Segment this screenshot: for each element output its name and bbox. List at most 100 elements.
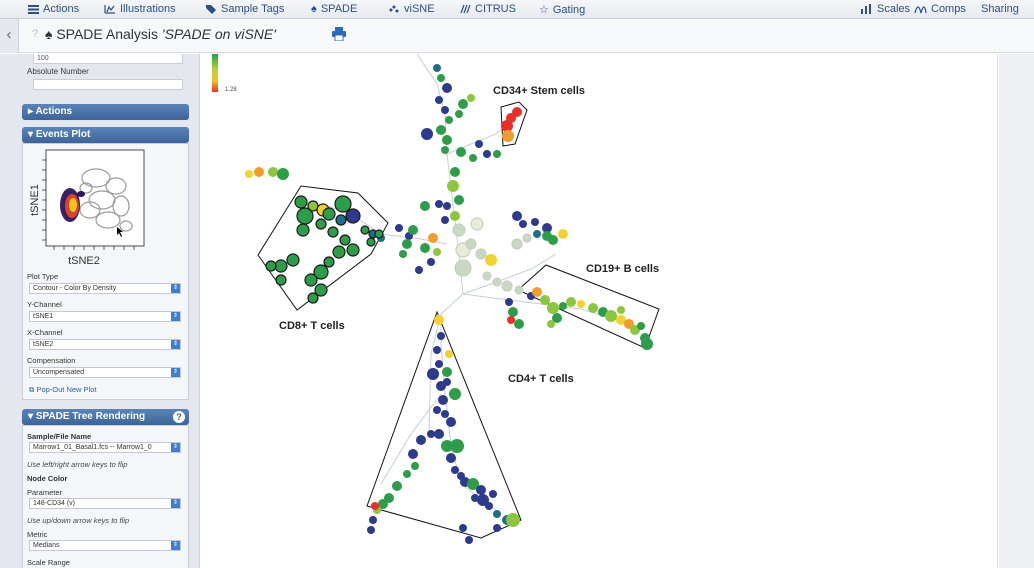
tree-node[interactable] xyxy=(476,485,486,495)
tree-node[interactable] xyxy=(506,513,520,527)
plot-type-select[interactable]: Contour - Color By Density⇕ xyxy=(29,283,181,294)
tree-node[interactable] xyxy=(505,298,513,306)
tree-node[interactable] xyxy=(307,292,319,304)
tree-node[interactable] xyxy=(511,238,523,250)
tree-node[interactable] xyxy=(519,220,527,228)
nav-visne[interactable]: viSNE xyxy=(388,3,435,15)
nav-actions[interactable]: Actions xyxy=(28,3,79,15)
nav-comps[interactable]: Comps xyxy=(914,3,966,15)
tree-node[interactable] xyxy=(483,150,491,158)
tree-node[interactable] xyxy=(547,320,555,328)
tree-node[interactable] xyxy=(427,258,435,266)
tree-node[interactable] xyxy=(437,74,445,82)
tree-node[interactable] xyxy=(334,195,352,213)
popout-plot-link[interactable]: ⧉ Pop-Out New Plot xyxy=(29,385,96,395)
printer-icon[interactable] xyxy=(332,27,346,41)
tree-node[interactable] xyxy=(458,99,468,109)
tree-node[interactable] xyxy=(531,218,539,226)
tree-node[interactable] xyxy=(522,233,532,243)
tree-node[interactable] xyxy=(493,524,501,532)
tree-node[interactable] xyxy=(322,207,336,221)
tree-node[interactable] xyxy=(392,481,402,491)
tree-node[interactable] xyxy=(502,130,514,142)
tree-node[interactable] xyxy=(450,439,464,453)
tree-node[interactable] xyxy=(512,211,522,221)
tree-node[interactable] xyxy=(501,120,513,132)
tree-node[interactable] xyxy=(399,250,407,258)
tree-node[interactable] xyxy=(433,248,441,256)
tree-node[interactable] xyxy=(395,224,403,232)
tree-node[interactable] xyxy=(254,167,264,177)
tree-node[interactable] xyxy=(470,217,484,231)
tree-node[interactable] xyxy=(588,303,598,313)
tree-node[interactable] xyxy=(371,502,379,510)
tree-node[interactable] xyxy=(637,322,645,330)
tree-rendering-header[interactable]: ▾ SPADE Tree Rendering ? xyxy=(22,409,189,425)
tree-node[interactable] xyxy=(420,201,430,211)
y-channel-select[interactable]: tSNE1⇕ xyxy=(29,311,181,322)
tree-node[interactable] xyxy=(374,229,384,239)
nav-spade[interactable]: ♠ SPADE xyxy=(311,3,357,15)
tree-node[interactable] xyxy=(438,395,448,405)
tree-node[interactable] xyxy=(641,338,653,350)
help-icon[interactable]: ? xyxy=(32,28,39,40)
tree-node[interactable] xyxy=(477,494,489,506)
tree-node[interactable] xyxy=(415,266,423,274)
tree-node[interactable] xyxy=(443,378,451,386)
tree-node[interactable] xyxy=(274,259,288,273)
nav-illustrations[interactable]: Illustrations xyxy=(104,3,176,15)
tree-node[interactable] xyxy=(547,302,559,314)
tree-node[interactable] xyxy=(442,83,452,93)
tree-node[interactable] xyxy=(416,435,426,445)
tree-node[interactable] xyxy=(339,234,351,246)
nav-gating[interactable]: ☆ Gating xyxy=(539,3,585,17)
spade-tree-canvas[interactable]: 1.28 CD34+ Stem cells CD19+ B cells CD8+… xyxy=(201,54,998,568)
tree-node[interactable] xyxy=(514,319,524,329)
tree-node[interactable] xyxy=(408,449,418,459)
tree-node[interactable] xyxy=(402,239,412,249)
tree-node[interactable] xyxy=(433,406,441,414)
tree-node[interactable] xyxy=(492,277,502,287)
tree-node[interactable] xyxy=(493,150,501,158)
metric-select[interactable]: Medians⇕ xyxy=(29,540,181,551)
actions-panel-header[interactable]: ▸ Actions xyxy=(22,104,189,120)
tree-node[interactable] xyxy=(411,462,419,470)
tree-node[interactable] xyxy=(442,135,452,145)
tree-node[interactable] xyxy=(445,350,453,358)
tree-node[interactable] xyxy=(467,94,475,102)
tree-node[interactable] xyxy=(434,315,444,325)
tree-node[interactable] xyxy=(446,453,456,463)
tree-node[interactable] xyxy=(485,254,497,266)
tree-node[interactable] xyxy=(452,223,466,237)
tree-node[interactable] xyxy=(403,470,411,478)
x-channel-select[interactable]: tSNE2⇕ xyxy=(29,339,181,350)
tree-node[interactable] xyxy=(268,167,278,177)
tree-node[interactable] xyxy=(286,253,300,267)
sample-file-select[interactable]: Marrow1_01_Basal1.fcs -- Marrow1_0⇕ xyxy=(29,442,181,453)
tree-node[interactable] xyxy=(437,332,445,340)
tree-node[interactable] xyxy=(441,440,453,452)
tree-node[interactable] xyxy=(449,388,461,400)
tree-node[interactable] xyxy=(445,116,453,124)
tree-node[interactable] xyxy=(493,510,501,518)
tree-node[interactable] xyxy=(441,410,449,418)
tree-node[interactable] xyxy=(446,417,456,427)
back-chevron-icon[interactable]: ‹ xyxy=(0,19,19,53)
nav-sharing[interactable]: Sharing xyxy=(981,3,1019,15)
tree-node[interactable] xyxy=(467,478,479,490)
tree-node[interactable] xyxy=(428,233,438,243)
absolute-number-field[interactable] xyxy=(33,79,183,90)
tree-node[interactable] xyxy=(408,225,418,235)
nav-sample-tags[interactable]: Sample Tags xyxy=(205,3,284,15)
tree-node[interactable] xyxy=(335,214,347,226)
tree-node[interactable] xyxy=(489,490,497,498)
tree-node[interactable] xyxy=(436,125,446,135)
tree-node[interactable] xyxy=(378,499,388,509)
tree-node[interactable] xyxy=(435,96,443,104)
tree-node[interactable] xyxy=(433,346,441,354)
tree-node[interactable] xyxy=(454,195,464,205)
tree-node[interactable] xyxy=(507,316,515,324)
tree-node[interactable] xyxy=(552,313,562,323)
tree-node[interactable] xyxy=(465,238,477,250)
tree-node[interactable] xyxy=(441,106,449,114)
